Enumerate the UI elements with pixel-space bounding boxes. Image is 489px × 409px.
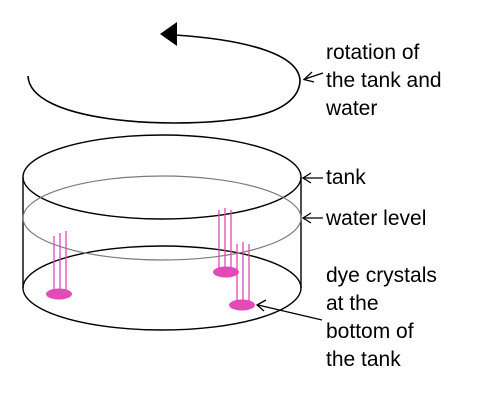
- dye-crystal-right: [229, 299, 255, 311]
- rotation-label-line-1: rotation of: [326, 41, 420, 64]
- dye-plume-middle: [218, 208, 232, 270]
- tank-rim: [22, 134, 302, 220]
- water-level-label-line-1: water level: [326, 207, 427, 230]
- dye-crystals-label-line-1: dye crystals: [326, 264, 437, 287]
- arrow-to-tank: [301, 172, 323, 184]
- rotation-label: rotation of the tank and water: [326, 39, 442, 123]
- dye-plume-left: [53, 231, 67, 291]
- chevron-arrowhead-icon: [301, 212, 312, 224]
- dye-crystals-label: dye crystals at the bottom of the tank: [326, 262, 437, 374]
- dye-crystals-label-line-2: at the: [326, 292, 379, 315]
- arrow-to-water-level: [301, 212, 323, 224]
- water-level-label: water level: [326, 205, 426, 233]
- rotation-label-line-3: water: [326, 97, 378, 120]
- arrow-to-dye-crystal: [255, 299, 323, 321]
- tank-bottom: [22, 245, 302, 331]
- rotation-label-line-2: the tank and: [326, 69, 442, 92]
- dye-crystals-label-line-3: bottom of: [326, 320, 414, 343]
- tank-label: tank: [326, 164, 366, 192]
- arrow-to-rotation: [302, 71, 324, 83]
- water-surface: [22, 175, 302, 261]
- dye-crystal-left: [46, 288, 72, 300]
- dye-plume-right: [236, 242, 250, 303]
- rotation-arrowhead-icon: [160, 22, 177, 46]
- chevron-arrowhead-icon: [301, 172, 312, 184]
- rotation-arc: [27, 34, 301, 124]
- chevron-arrowhead-icon: [302, 71, 315, 83]
- dye-crystals-label-line-4: the tank: [326, 348, 401, 371]
- tank-label-line-1: tank: [326, 166, 366, 189]
- chevron-arrowhead-icon: [255, 299, 267, 312]
- dye-crystal-middle: [213, 266, 239, 278]
